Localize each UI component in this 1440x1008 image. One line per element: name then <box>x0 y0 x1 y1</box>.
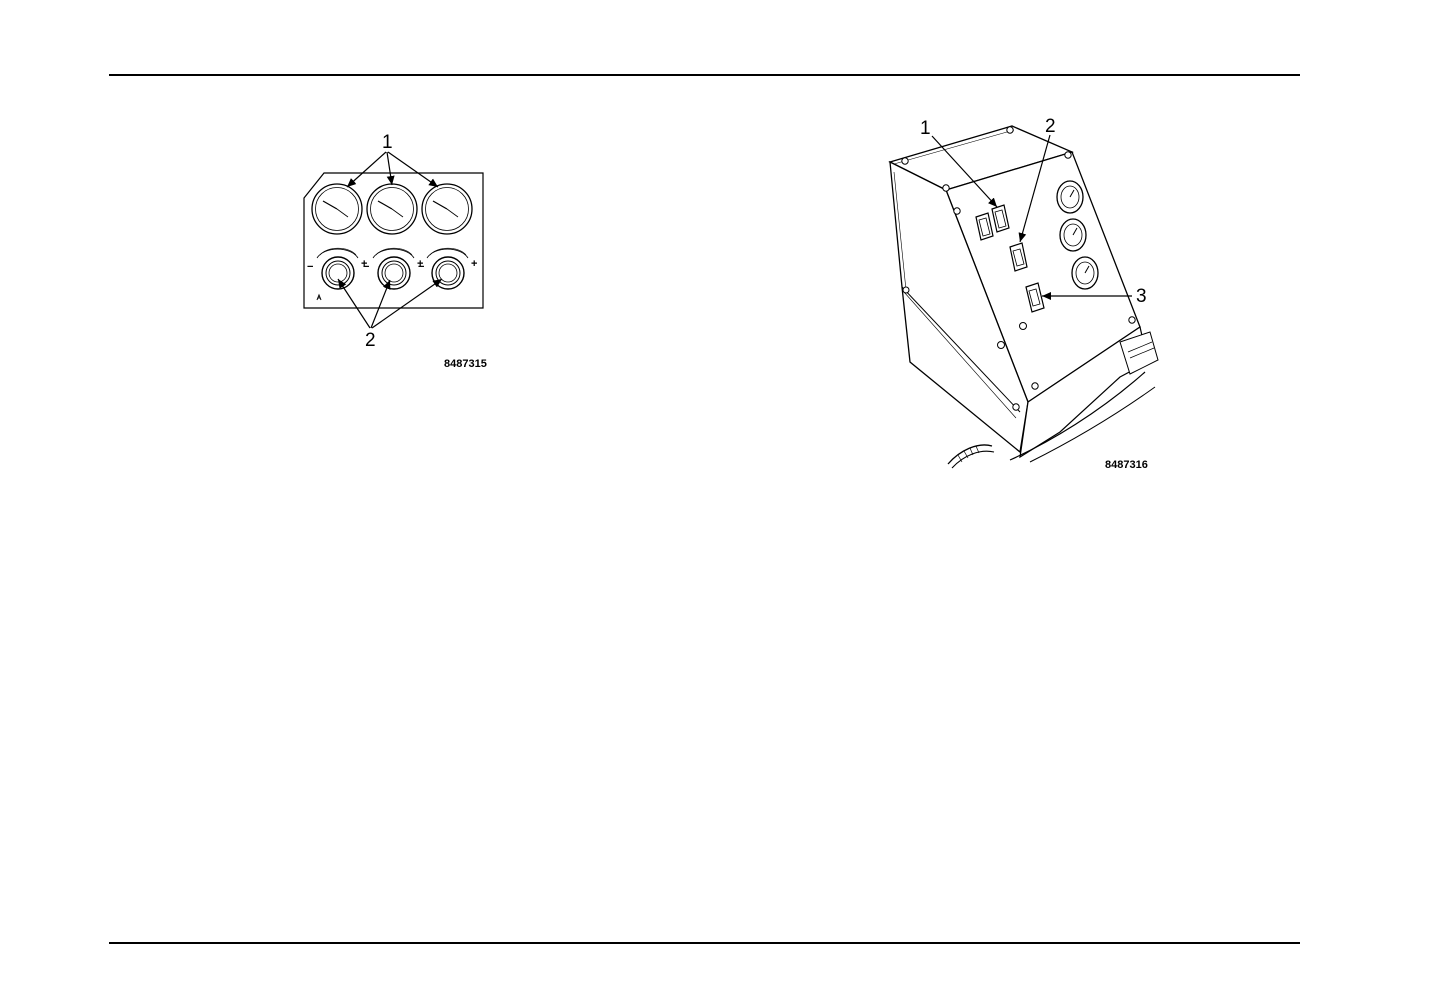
knob-plus-label: + <box>471 258 477 270</box>
figure-control-console: 1 2 3 8487316 <box>880 112 1180 482</box>
callout-3: 3 <box>1136 286 1147 307</box>
callout-2: 2 <box>1045 116 1056 137</box>
header-rule <box>109 74 1300 76</box>
figure-id: 8487316 <box>1105 459 1148 471</box>
figure-id: 8487315 <box>444 358 487 370</box>
knob-minus-label: − <box>418 261 424 273</box>
gauge-3 <box>422 184 472 234</box>
figure-gauge-panel: − + − + − + 1 2 8487315 <box>290 125 505 375</box>
gauge-1 <box>312 184 362 234</box>
knob-minus-label: − <box>307 261 313 273</box>
callout-1: 1 <box>920 118 931 139</box>
callout-2: 2 <box>365 330 376 351</box>
gauge-2 <box>367 184 417 234</box>
footer-rule <box>109 942 1300 944</box>
knob-minus-label: − <box>363 261 369 273</box>
callout-1: 1 <box>382 132 393 153</box>
